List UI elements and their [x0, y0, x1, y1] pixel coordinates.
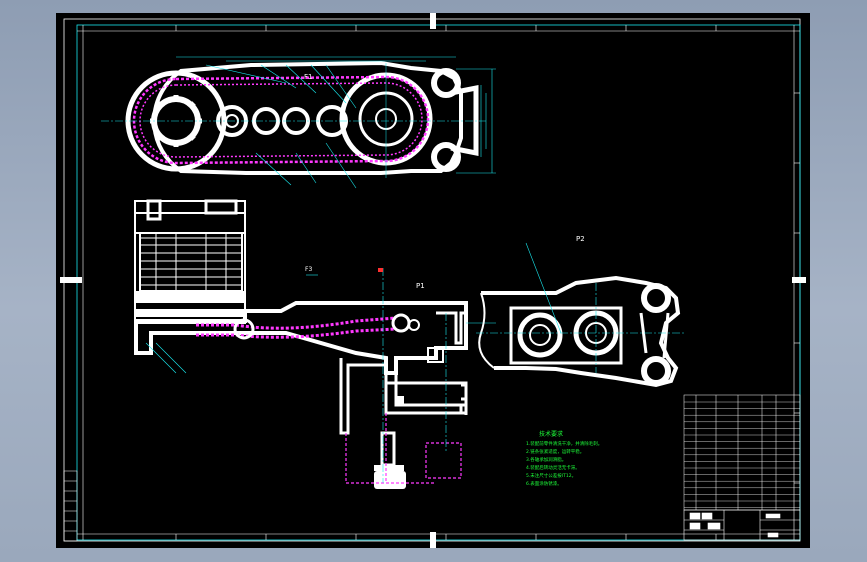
parts-list [683, 394, 801, 511]
title-block [683, 509, 801, 541]
top-view: F1 [101, 56, 496, 189]
note-line-5: 5.未注尺寸公差按IT12。 [526, 472, 576, 479]
note-line-4: 4.装配后转动灵活无卡滞。 [526, 464, 580, 471]
front-view: F3 P1 [134, 199, 496, 489]
section-marker-red [378, 268, 383, 272]
assembly-drawing: F1 [60, 13, 806, 548]
technical-notes: 技术要求 1.装配前零件清洗干净，并清除毛刺。 2.链条张紧适度，运转平稳。 3… [526, 430, 602, 487]
centering-marks [60, 13, 806, 548]
section-view: P2 [476, 235, 686, 388]
parts-list-rows [684, 401, 800, 508]
revision-table [63, 470, 78, 542]
note-line-1: 1.装配前零件清洗干净，并清除毛刺。 [526, 440, 602, 447]
section-marker-label: F3 [305, 266, 312, 273]
note-line-2: 2.链条张紧适度，运转平稳。 [526, 448, 584, 455]
note-line-3: 3.各轴承加润滑脂。 [526, 456, 566, 463]
notes-title: 技术要求 [539, 430, 563, 438]
view-label-p1: P1 [416, 282, 425, 290]
note-line-6: 6.表面涂防锈漆。 [526, 480, 562, 487]
view-label-f1: F1 [304, 73, 312, 81]
cad-viewport[interactable]: F1 [56, 13, 810, 548]
view-label-p2: P2 [576, 235, 585, 243]
